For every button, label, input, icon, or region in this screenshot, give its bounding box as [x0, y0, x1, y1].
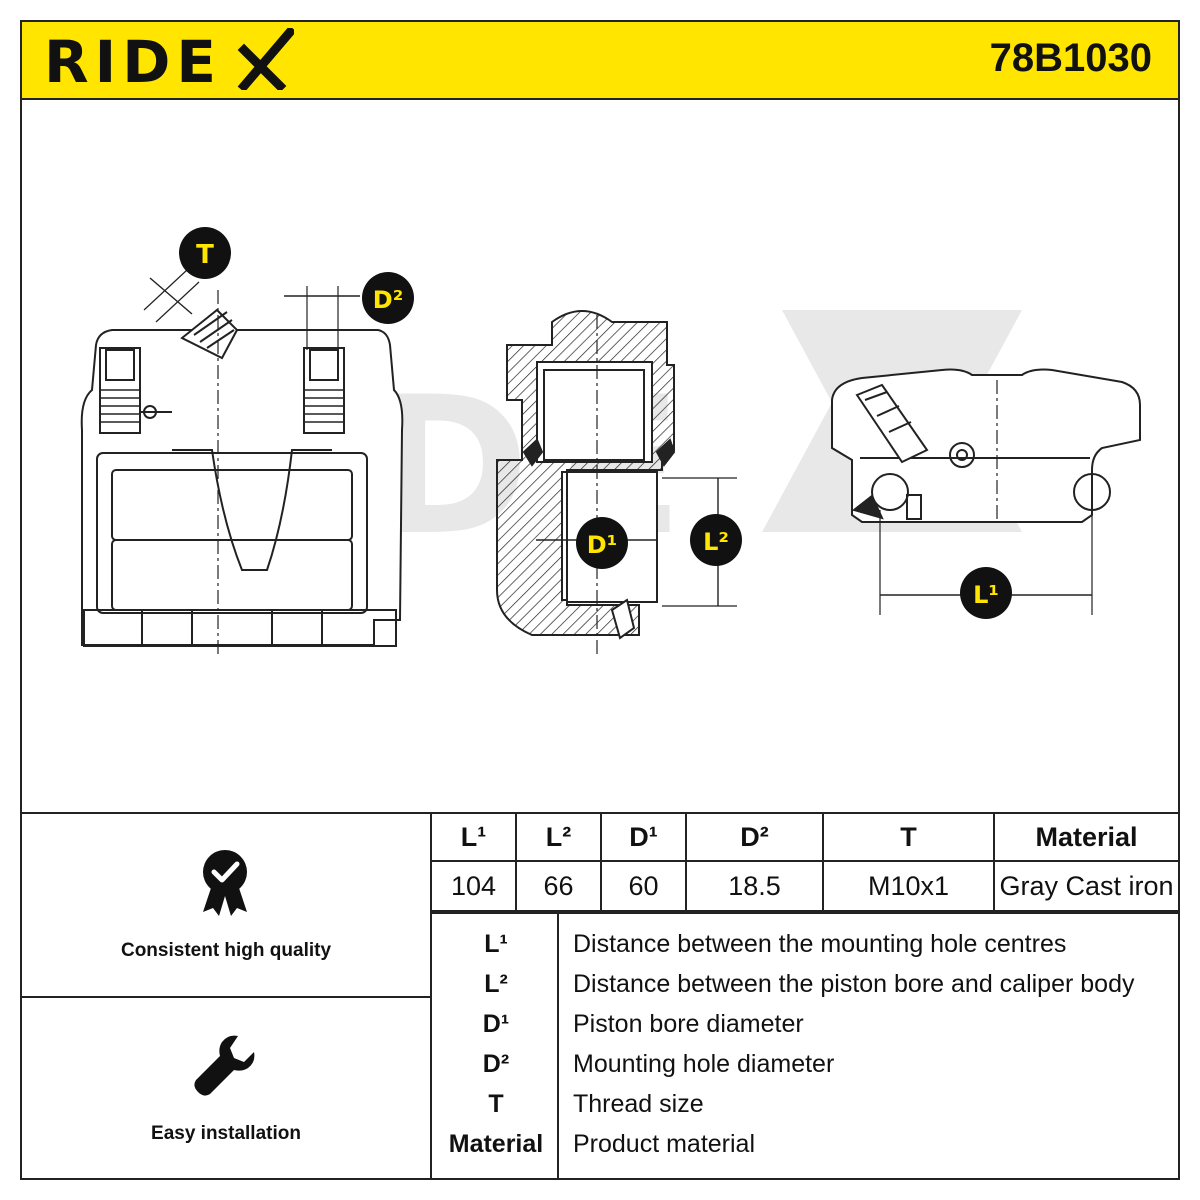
brand-logo: RIDE	[44, 25, 297, 99]
d2-dimension-badge	[362, 272, 414, 324]
features-row-divider	[20, 996, 432, 998]
d1-dimension-label: D¹	[587, 531, 617, 559]
caliper-drawing: RIDE	[80, 227, 1141, 655]
legend-description: Product material	[573, 1130, 756, 1158]
technical-drawing: RIDE	[22, 100, 1178, 812]
specs-header-l2: L²	[515, 812, 602, 862]
svg-text:RIDE: RIDE	[44, 28, 222, 90]
l2-dimension-label: L²	[703, 528, 729, 556]
caliper-front-view	[80, 269, 404, 655]
specs-header-material: Material	[993, 812, 1180, 862]
specs-value-d1: 60	[600, 860, 687, 912]
legend-description: Distance between the mounting hole centr…	[573, 930, 1067, 958]
specs-header-row: L¹ L² D¹ D² T Material	[430, 812, 1180, 862]
specs-value-l2: 66	[515, 860, 602, 912]
specs-header-d2: D²	[685, 812, 824, 862]
table-legend-divider	[430, 912, 1180, 914]
legend-description: Piston bore diameter	[573, 1010, 804, 1038]
ridex-logo-icon: RIDE	[44, 25, 297, 96]
specs-value-d2: 18.5	[685, 860, 824, 912]
legend-symbol: L²	[484, 970, 508, 998]
d1-dimension-badge	[576, 517, 628, 569]
legend-symbol: D¹	[482, 1010, 510, 1038]
specs-header-t: T	[822, 812, 995, 862]
legend-symbol: T	[488, 1090, 504, 1118]
legend-symbol: L¹	[484, 930, 508, 958]
legend-description: Thread size	[573, 1090, 704, 1118]
l1-dimension-label: L¹	[973, 581, 999, 609]
specs-value-l1: 104	[430, 860, 517, 912]
quality-badge-icon	[203, 850, 247, 916]
caliper-section-view	[496, 310, 737, 655]
specs-header-d1: D¹	[600, 812, 687, 862]
t-dimension-badge	[179, 227, 231, 279]
specs-value-row: 104 66 60 18.5 M10x1 Gray Cast iron	[430, 860, 1180, 912]
specs-header-l1: L¹	[430, 812, 517, 862]
specs-table: L¹ L² D¹ D² T Material 104 66 60 18.5 M1…	[430, 812, 1180, 912]
legend-description: Distance between the piston bore and cal…	[573, 970, 1135, 998]
legend-symbol: Material	[448, 1130, 544, 1158]
l1-dimension-badge	[960, 567, 1012, 619]
legend-column-divider	[557, 912, 559, 1180]
caliper-side-view	[831, 368, 1141, 615]
legend-symbol: D²	[482, 1050, 510, 1078]
specs-value-material: Gray Cast iron	[993, 860, 1180, 912]
specs-value-t: M10x1	[822, 860, 995, 912]
feature-installation-label: Easy installation	[151, 1123, 301, 1144]
wrench-icon	[194, 1035, 255, 1096]
header-bar	[20, 20, 1180, 100]
t-dimension-label: T	[196, 240, 214, 270]
feature-quality-label: Consistent high quality	[120, 940, 332, 961]
part-number: 78B1030	[989, 36, 1152, 80]
legend-description: Mounting hole diameter	[573, 1050, 835, 1078]
l2-dimension-badge	[690, 514, 742, 566]
d2-dimension-label: D²	[373, 286, 403, 314]
